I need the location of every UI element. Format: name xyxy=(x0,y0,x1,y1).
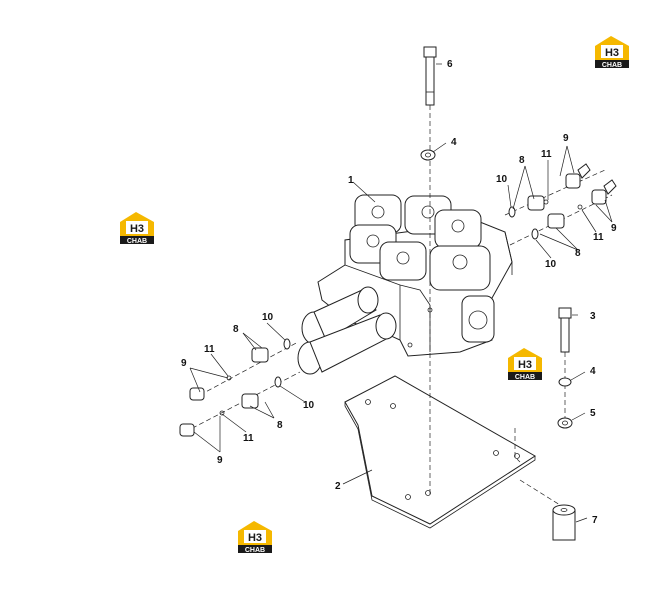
callout-9-right-top: 9 xyxy=(563,133,569,144)
logo-bottom-text: CHAB xyxy=(602,62,622,69)
rubber-bushing xyxy=(552,504,576,541)
callout-7: 7 xyxy=(592,515,598,526)
callout-11-left-top: 11 xyxy=(204,344,215,355)
watermark-logo: H3 CHAB xyxy=(595,36,629,69)
callout-10-left-bottom: 10 xyxy=(303,400,315,411)
lock-washer xyxy=(558,377,572,387)
callout-11-right-top: 11 xyxy=(541,149,552,160)
watermark-logo: H3 CHAB xyxy=(238,521,272,554)
callout-8-right-bottom: 8 xyxy=(575,248,581,259)
callout-10-left-top: 10 xyxy=(262,312,274,323)
logo-bottom-text: CHAB xyxy=(127,238,147,245)
callout-11-right-bottom: 11 xyxy=(593,232,604,243)
logo-bottom-text: CHAB xyxy=(515,374,535,381)
control-valve-block xyxy=(297,194,513,375)
callout-10-right-bottom: 10 xyxy=(545,259,557,270)
right-bolt xyxy=(558,307,572,353)
callout-5: 5 xyxy=(590,408,596,419)
logo-bottom-text: CHAB xyxy=(245,547,265,554)
callout-11-left-bottom: 11 xyxy=(243,433,254,444)
callout-4-top: 4 xyxy=(451,137,457,148)
long-bolt xyxy=(423,46,437,106)
logo-top-text: H3 xyxy=(130,223,144,235)
callout-8-right-top: 8 xyxy=(519,155,525,166)
logo-top-text: H3 xyxy=(518,359,532,371)
callout-9-left-top: 9 xyxy=(181,358,187,369)
leader-lines xyxy=(189,63,613,523)
right-fittings xyxy=(504,163,617,246)
logo-top-text: H3 xyxy=(605,47,619,59)
callout-1: 1 xyxy=(348,175,354,186)
callout-8-left-bottom: 8 xyxy=(277,420,283,431)
callout-labels: 1 2 3 4 4 5 6 7 8 8 8 8 9 9 9 9 10 10 10… xyxy=(181,59,617,526)
callout-6: 6 xyxy=(447,59,453,70)
callout-10-right-top: 10 xyxy=(496,174,508,185)
watermark-logo: H3 CHAB xyxy=(508,348,542,381)
mounting-plate xyxy=(344,375,536,529)
washer-top xyxy=(420,149,436,161)
callout-8-left-top: 8 xyxy=(233,324,239,335)
callout-9-right-bottom: 9 xyxy=(611,223,617,234)
logo-top-text: H3 xyxy=(248,532,262,544)
callout-2: 2 xyxy=(335,481,341,492)
left-fittings xyxy=(179,338,301,437)
flat-washer xyxy=(557,417,573,429)
callout-3: 3 xyxy=(590,311,596,322)
callout-9-left-bottom: 9 xyxy=(217,455,223,466)
watermark-logo: H3 CHAB xyxy=(120,212,154,245)
callout-4-right: 4 xyxy=(590,366,596,377)
